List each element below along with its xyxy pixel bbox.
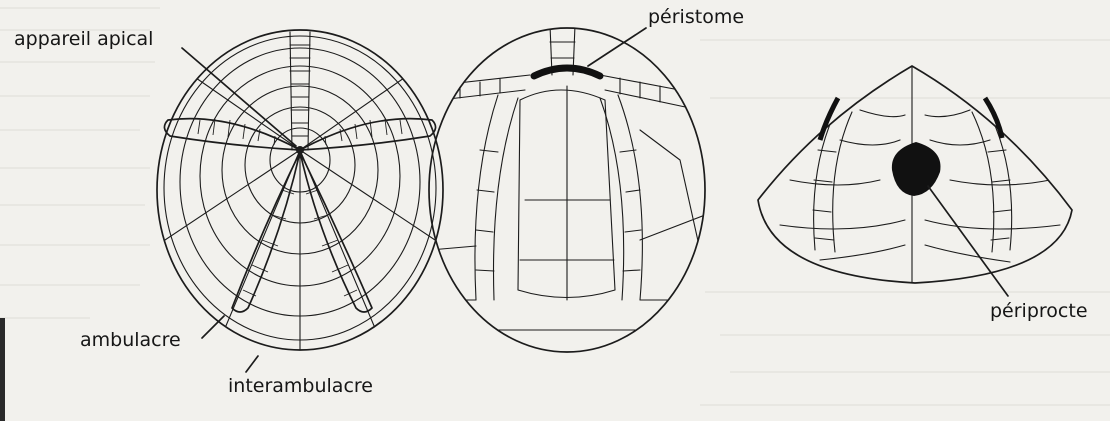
label-interambulacre: interambulacre: [228, 377, 373, 396]
leader-line-peristome: [588, 28, 646, 66]
label-peristome: péristome: [648, 8, 744, 27]
figure-oral-view: [429, 25, 705, 352]
figure-posterior-view: [758, 66, 1072, 283]
peristome: [534, 68, 600, 76]
periproct: [892, 142, 941, 196]
plate-rings: [150, 36, 450, 360]
label-ambulacre: ambulacre: [80, 331, 181, 350]
label-appareil-apical: appareil apical: [14, 30, 153, 49]
apical-system: [296, 146, 304, 154]
leader-line-periprocte: [928, 186, 1008, 296]
figure-aboral-view: [150, 30, 450, 360]
petal-tip-right: [985, 98, 1002, 138]
left-edge-mark: [0, 318, 5, 421]
label-periprocte: périprocte: [990, 302, 1088, 321]
front-ambulacrum: [290, 32, 310, 150]
